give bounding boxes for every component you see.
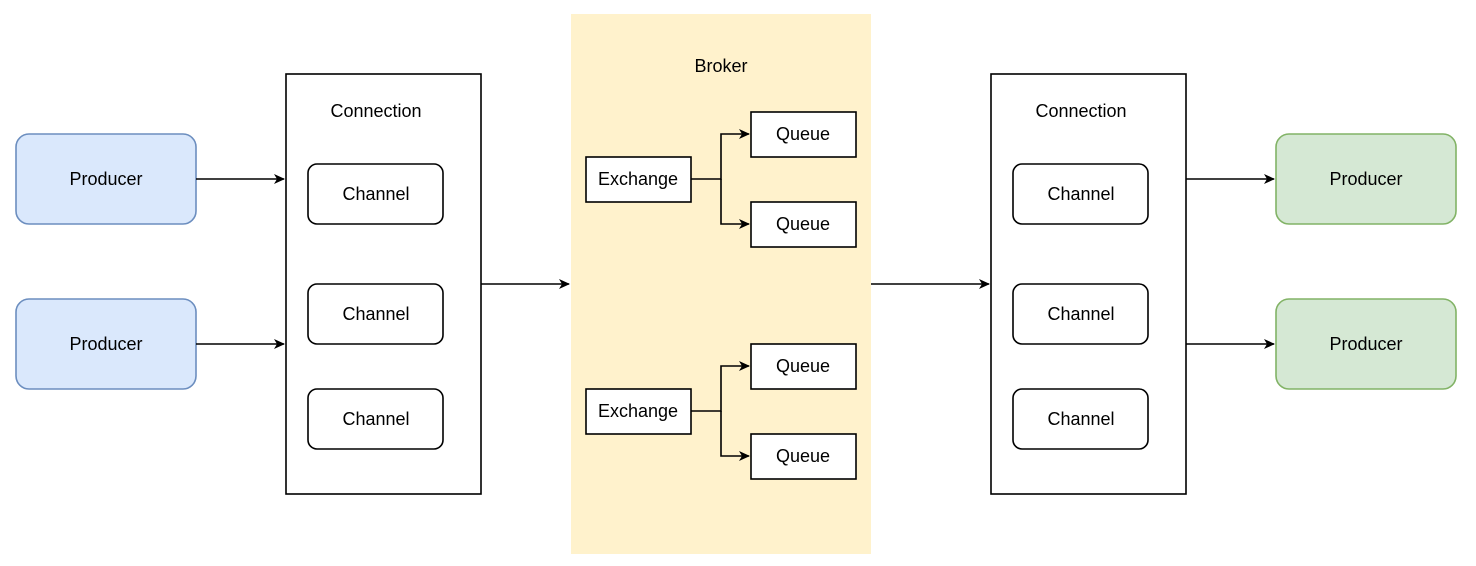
arrow-exchange-to-queue bbox=[720, 179, 750, 229]
connection-left: Connection Channel Channel Channel bbox=[285, 73, 482, 495]
queue-box bbox=[750, 111, 857, 158]
channel-right-1: Channel bbox=[1012, 163, 1149, 225]
channel-left-1: Channel bbox=[307, 163, 444, 225]
queue-label: Queue bbox=[776, 446, 830, 466]
exchange-label: Exchange bbox=[598, 401, 678, 421]
broker-label: Broker bbox=[694, 56, 747, 76]
queue-box bbox=[750, 343, 857, 390]
channel-right-3: Channel bbox=[1012, 388, 1149, 450]
channel-label: Channel bbox=[1047, 184, 1114, 204]
producer-right-2: Producer bbox=[1275, 298, 1457, 390]
channel-box bbox=[1012, 283, 1149, 345]
channel-box bbox=[307, 388, 444, 450]
producer-right-1: Producer bbox=[1275, 133, 1457, 225]
channel-label: Channel bbox=[1047, 409, 1114, 429]
producer-label: Producer bbox=[1329, 169, 1402, 189]
producer-left-2: Producer bbox=[15, 298, 197, 390]
producer-box bbox=[1275, 298, 1457, 390]
channel-box bbox=[307, 283, 444, 345]
edges bbox=[196, 129, 1275, 461]
channel-left-3: Channel bbox=[307, 388, 444, 450]
channel-box bbox=[307, 163, 444, 225]
channel-label: Channel bbox=[1047, 304, 1114, 324]
queue-box bbox=[750, 433, 857, 480]
producer-left-1: Producer bbox=[15, 133, 197, 225]
connection-right: Connection Channel Channel Channel bbox=[990, 73, 1187, 495]
channel-label: Channel bbox=[342, 304, 409, 324]
channel-label: Channel bbox=[342, 184, 409, 204]
arrow-exchange-to-queue bbox=[691, 129, 750, 180]
queue-label: Queue bbox=[776, 356, 830, 376]
connection-right-label: Connection bbox=[1035, 101, 1126, 121]
queue-box bbox=[750, 201, 857, 248]
channel-left-2: Channel bbox=[307, 283, 444, 345]
exchange-label: Exchange bbox=[598, 169, 678, 189]
exchange-group-2: Exchange Queue Queue bbox=[585, 343, 857, 480]
channel-box bbox=[1012, 388, 1149, 450]
channel-label: Channel bbox=[342, 409, 409, 429]
queue-label: Queue bbox=[776, 124, 830, 144]
arrow-exchange-to-queue bbox=[720, 411, 750, 461]
queue-label: Queue bbox=[776, 214, 830, 234]
producer-box bbox=[1275, 133, 1457, 225]
producer-label: Producer bbox=[69, 334, 142, 354]
channel-right-2: Channel bbox=[1012, 283, 1149, 345]
connection-left-label: Connection bbox=[330, 101, 421, 121]
producer-label: Producer bbox=[69, 169, 142, 189]
arrow-exchange-to-queue bbox=[691, 361, 750, 412]
channel-box bbox=[1012, 163, 1149, 225]
producer-label: Producer bbox=[1329, 334, 1402, 354]
